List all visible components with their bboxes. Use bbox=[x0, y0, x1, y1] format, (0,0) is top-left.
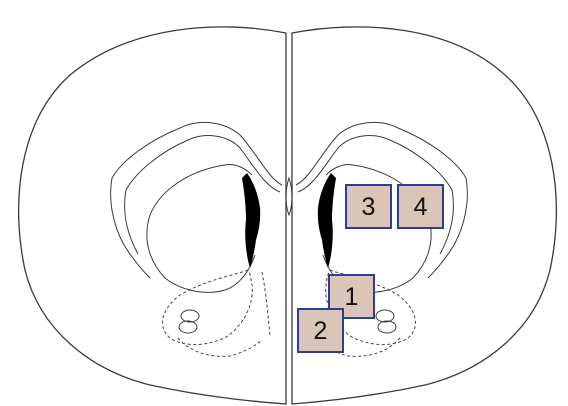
roi-3-marker: 3 bbox=[346, 185, 391, 228]
roi-3-label: 3 bbox=[362, 193, 376, 221]
roi-4-marker: 4 bbox=[398, 185, 443, 228]
left-hemisphere-outline bbox=[19, 27, 286, 404]
roi-4-label: 4 bbox=[414, 193, 428, 221]
roi-1-label: 1 bbox=[345, 283, 359, 311]
roi-2-label: 2 bbox=[314, 317, 328, 345]
midline-detail bbox=[286, 178, 292, 215]
roi-2-marker: 2 bbox=[298, 309, 343, 352]
